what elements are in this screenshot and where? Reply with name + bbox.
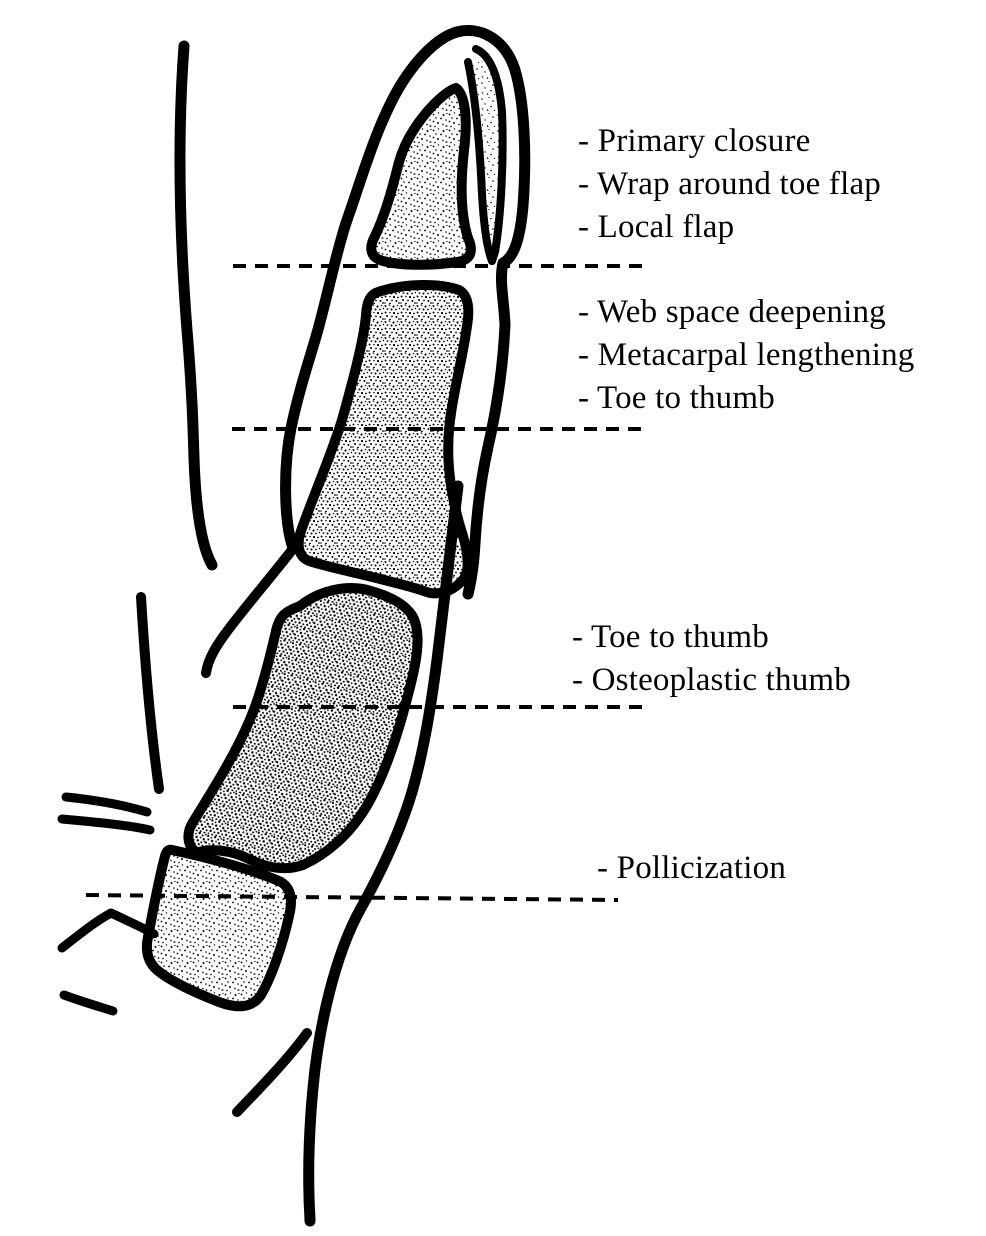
thumbnail — [464, 45, 507, 265]
hand-radial-border — [136, 592, 164, 794]
web-stroke-upper — [61, 792, 152, 817]
web-stroke-lower — [57, 814, 155, 835]
nail-inner-edge — [464, 58, 496, 265]
options-proximal-level: - Web space deepening - Metacarpal lengt… — [578, 291, 915, 420]
options-distal-level: - Primary closure - Wrap around toe flap… — [578, 120, 881, 249]
carpal-small-stroke — [59, 990, 118, 1016]
option-primary-closure: - Primary closure — [578, 123, 811, 159]
options-metacarpal-level: - Toe to thumb - Osteoplastic thumb — [572, 616, 851, 702]
option-web-space-deepening: - Web space deepening — [578, 294, 886, 330]
proximal-phalanx-bone — [293, 280, 474, 599]
option-metacarpal-lengthening: - Metacarpal lengthening — [578, 337, 915, 373]
option-local-flap: - Local flap — [578, 209, 735, 245]
index-finger-outline — [174, 40, 218, 571]
options-carpal-level: - Pollicization — [597, 847, 786, 890]
option-toe-to-thumb-2: - Toe to thumb — [572, 619, 769, 655]
trapezium-bone — [141, 844, 296, 1012]
option-toe-to-thumb-1: - Toe to thumb — [578, 380, 775, 416]
option-osteoplastic-thumb: - Osteoplastic thumb — [572, 662, 851, 698]
option-wrap-around-toe-flap: - Wrap around toe flap — [578, 166, 882, 202]
option-pollicization: - Pollicization — [597, 850, 787, 886]
thumb-web-space-arc — [201, 545, 297, 678]
nail-outer-edge — [472, 45, 507, 265]
first-metacarpal-bone — [183, 583, 423, 874]
carpal-chevron-stroke — [57, 908, 159, 953]
wrist-crease-line — [232, 1028, 312, 1117]
thumb-ulnar-border — [303, 480, 464, 1227]
thumb-outline — [280, 25, 531, 600]
amputation-line-carpal-level — [85, 893, 619, 902]
